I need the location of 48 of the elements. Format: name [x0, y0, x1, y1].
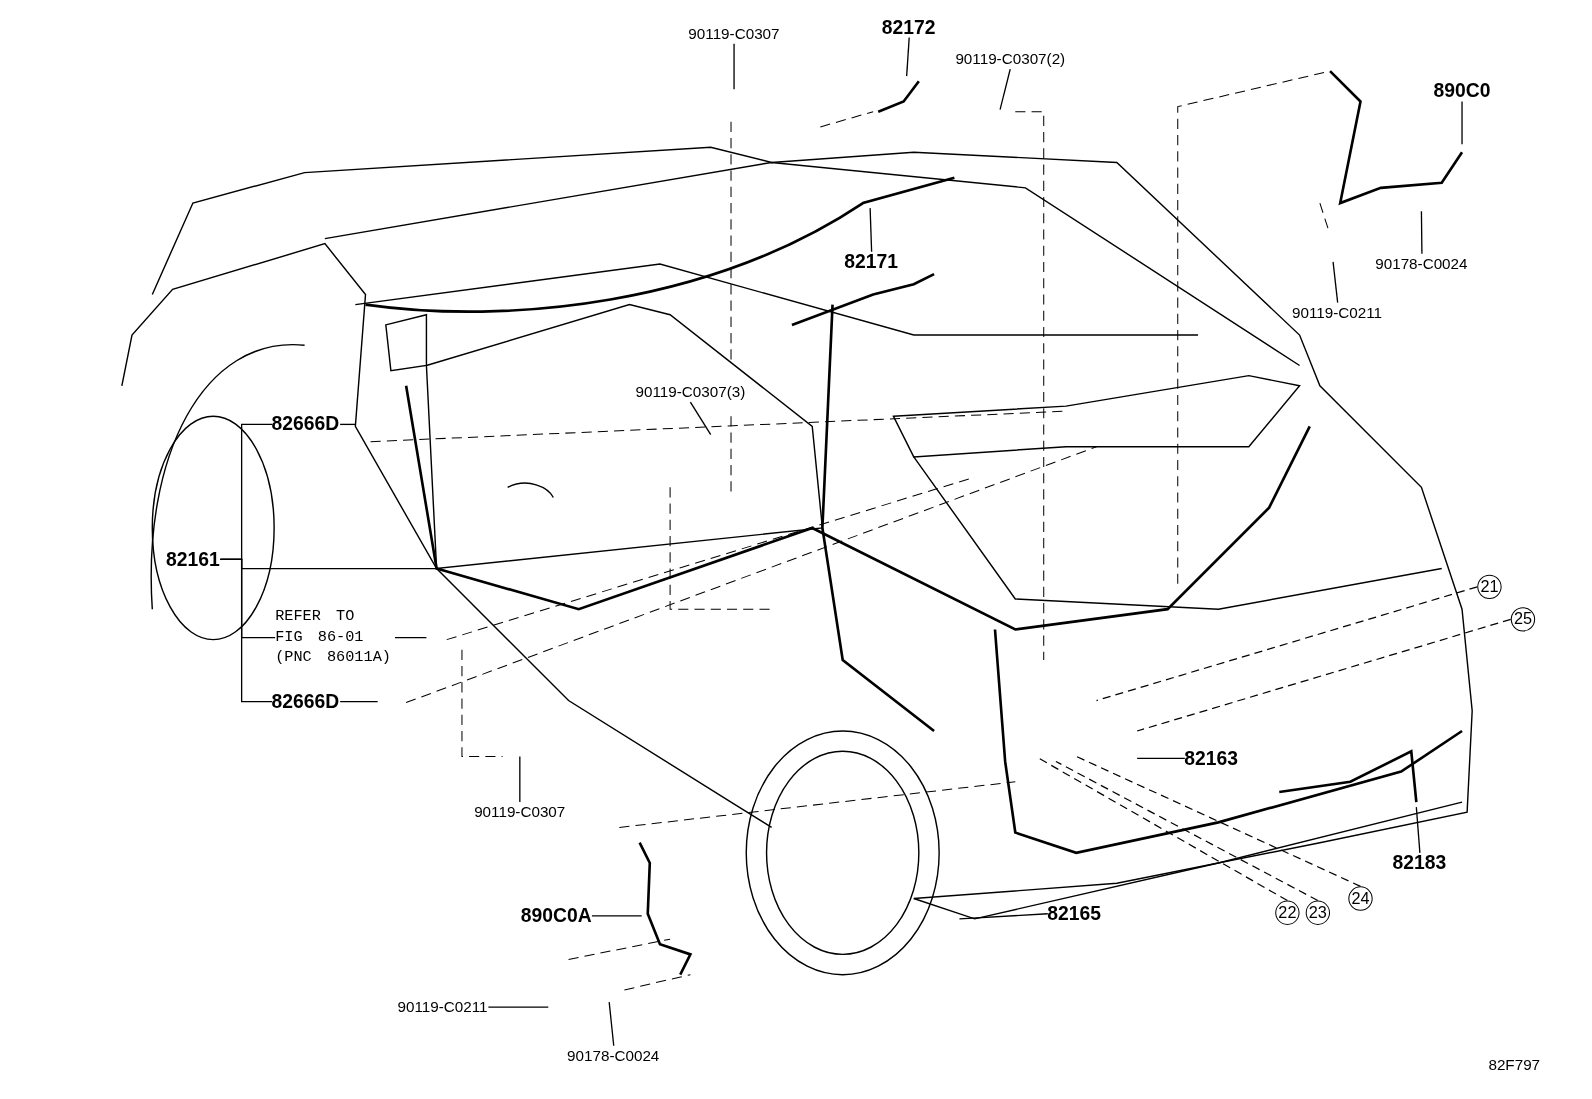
reference-note: REFER TO FIG 86-01 (PNC 86011A): [275, 607, 395, 669]
leader-line: [608, 1001, 615, 1047]
part-number-label: 90119-C0211: [1291, 302, 1382, 323]
dashed-leader-line: [1055, 760, 1319, 902]
leader-line: [906, 36, 910, 77]
bracket-line: [219, 558, 273, 703]
leader-line: [1332, 261, 1339, 304]
part-number-label: 90178-C0024: [1375, 253, 1468, 275]
leader-line: [339, 423, 357, 426]
leader-line: [339, 700, 379, 703]
callout-number: 25: [1510, 607, 1536, 632]
callout-number: 22: [1275, 900, 1300, 925]
part-number-label: 82161: [166, 549, 220, 570]
leader-line: [1461, 100, 1463, 145]
leader-line: [1420, 210, 1423, 255]
part-number-label: 82171: [844, 251, 898, 273]
leader-line: [519, 755, 521, 803]
part-number-label: 890C0A: [520, 905, 592, 926]
part-number-label: 90119-C0307: [474, 802, 566, 823]
part-number-label: 82163: [1184, 748, 1238, 769]
part-number-label: 82666D: [271, 691, 340, 712]
figure-code: 82F797: [1488, 1055, 1541, 1074]
part-number-label: 82666D: [271, 414, 340, 435]
part-number-label: 82165: [1047, 903, 1101, 924]
part-number-label: 82172: [881, 17, 936, 38]
leader-line: [733, 43, 735, 90]
dashed-leader-line: [1095, 586, 1478, 702]
callout-number: 24: [1348, 886, 1373, 911]
callout-number: 21: [1477, 574, 1502, 600]
part-number-label: 90119-C0307: [688, 23, 780, 44]
part-number-label: 90178-C0024: [567, 1045, 660, 1067]
leader-line: [1415, 806, 1421, 854]
leader-line: [487, 1006, 549, 1008]
leader-line: [591, 915, 643, 917]
leader-line: [999, 68, 1011, 111]
leader-line: [869, 207, 873, 253]
dashed-leader-line: [1075, 755, 1362, 887]
leader-line: [958, 913, 1049, 920]
part-number-label: 90119-C0211: [397, 997, 488, 1018]
leader-line: [1136, 757, 1186, 760]
part-number-label: 82183: [1392, 852, 1447, 874]
leader-line: [394, 636, 428, 639]
part-number-label: 90119-C0307(2): [955, 48, 1066, 70]
dashed-leader-line: [1136, 618, 1512, 732]
leader-line: [689, 401, 712, 436]
callout-number: 23: [1305, 900, 1331, 925]
part-number-label: 90119-C0307(3): [635, 381, 746, 403]
part-number-label: 890C0: [1433, 81, 1491, 102]
